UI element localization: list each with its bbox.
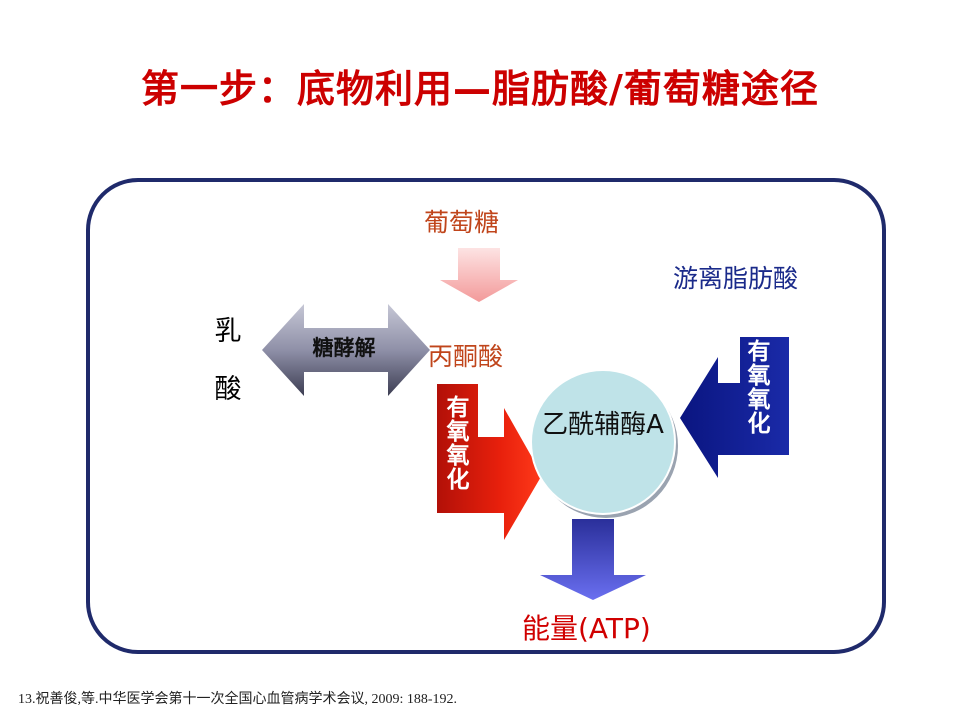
fatty-acid-aerobic-arrow [680,337,789,478]
energy-atp-label: 能量(ATP) [522,612,651,645]
glucose-down-arrow [440,248,518,302]
acetyl-coa-circle [530,369,676,515]
free-fatty-acid-label: 游离脂肪酸 [673,264,799,293]
pyruvate-label: 丙酮酸 [428,342,504,371]
reference-citation: 13.祝善俊,等.中华医学会第十一次全国心血管病学术会议, 2009: 188-… [18,692,458,707]
glucose-label: 葡萄糖 [424,208,500,237]
diagram-frame [86,178,886,654]
energy-down-arrow [540,519,646,600]
page-title: 第一步：底物利用—脂肪酸/葡萄糖途径 [141,67,819,111]
acetyl-coa-label: 乙酰辅酶A [542,410,664,440]
glycolysis-label: 糖酵解 [312,335,376,360]
glycolysis-double-arrow [262,304,430,396]
aerobic-oxidation-right-label: 有氧氧化 [747,339,771,437]
pyruvate-aerobic-arrow [437,384,542,540]
lactic-acid-label: 乳酸 [214,316,242,405]
aerobic-oxidation-left-label: 有氧氧化 [446,395,470,493]
